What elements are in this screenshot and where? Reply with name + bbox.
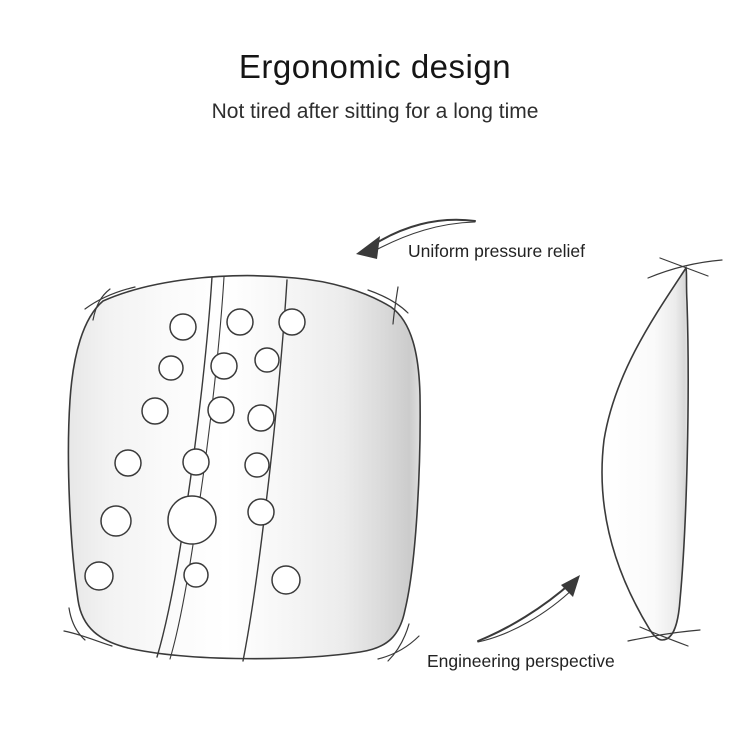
sketch-overshoot-strokes <box>63 286 420 662</box>
ventilation-hole <box>169 313 197 341</box>
ventilation-hole <box>84 561 114 591</box>
ventilation-hole <box>141 397 169 425</box>
page-title: Ergonomic design <box>238 48 512 85</box>
ventilation-hole <box>244 452 270 478</box>
ventilation-hole <box>100 505 132 537</box>
ventilation-hole <box>247 498 275 526</box>
cushion-side-outline <box>601 266 689 641</box>
page-subtitle: Not tired after sitting for a long time <box>211 99 539 123</box>
ventilation-hole <box>254 347 280 373</box>
lumbar-cushion-side <box>601 257 723 647</box>
ventilation-hole <box>271 565 301 595</box>
arrow-engineering-perspective-icon <box>477 575 580 643</box>
cushion-front-outline <box>67 274 421 660</box>
ventilation-hole <box>114 449 142 477</box>
annotation-engineering-perspective: Engineering perspective <box>427 651 615 671</box>
ventilation-hole-large <box>167 495 217 545</box>
sketch-overshoot-strokes-side <box>627 257 723 647</box>
heading-block: Ergonomic design Not tired after sitting… <box>0 48 750 124</box>
annotation-uniform-pressure-relief: Uniform pressure relief <box>408 241 585 261</box>
ventilation-hole <box>183 562 209 588</box>
lumbar-cushion-front <box>63 274 421 662</box>
ventilation-hole <box>207 396 235 424</box>
ventilation-holes <box>84 308 306 595</box>
ventilation-hole <box>226 308 254 336</box>
ventilation-hole <box>158 355 184 381</box>
arrow-uniform-pressure-relief-icon <box>356 218 476 259</box>
ventilation-hole <box>278 308 306 336</box>
ventilation-hole <box>182 448 210 476</box>
ventilation-hole <box>247 404 275 432</box>
ventilation-hole <box>210 352 238 380</box>
